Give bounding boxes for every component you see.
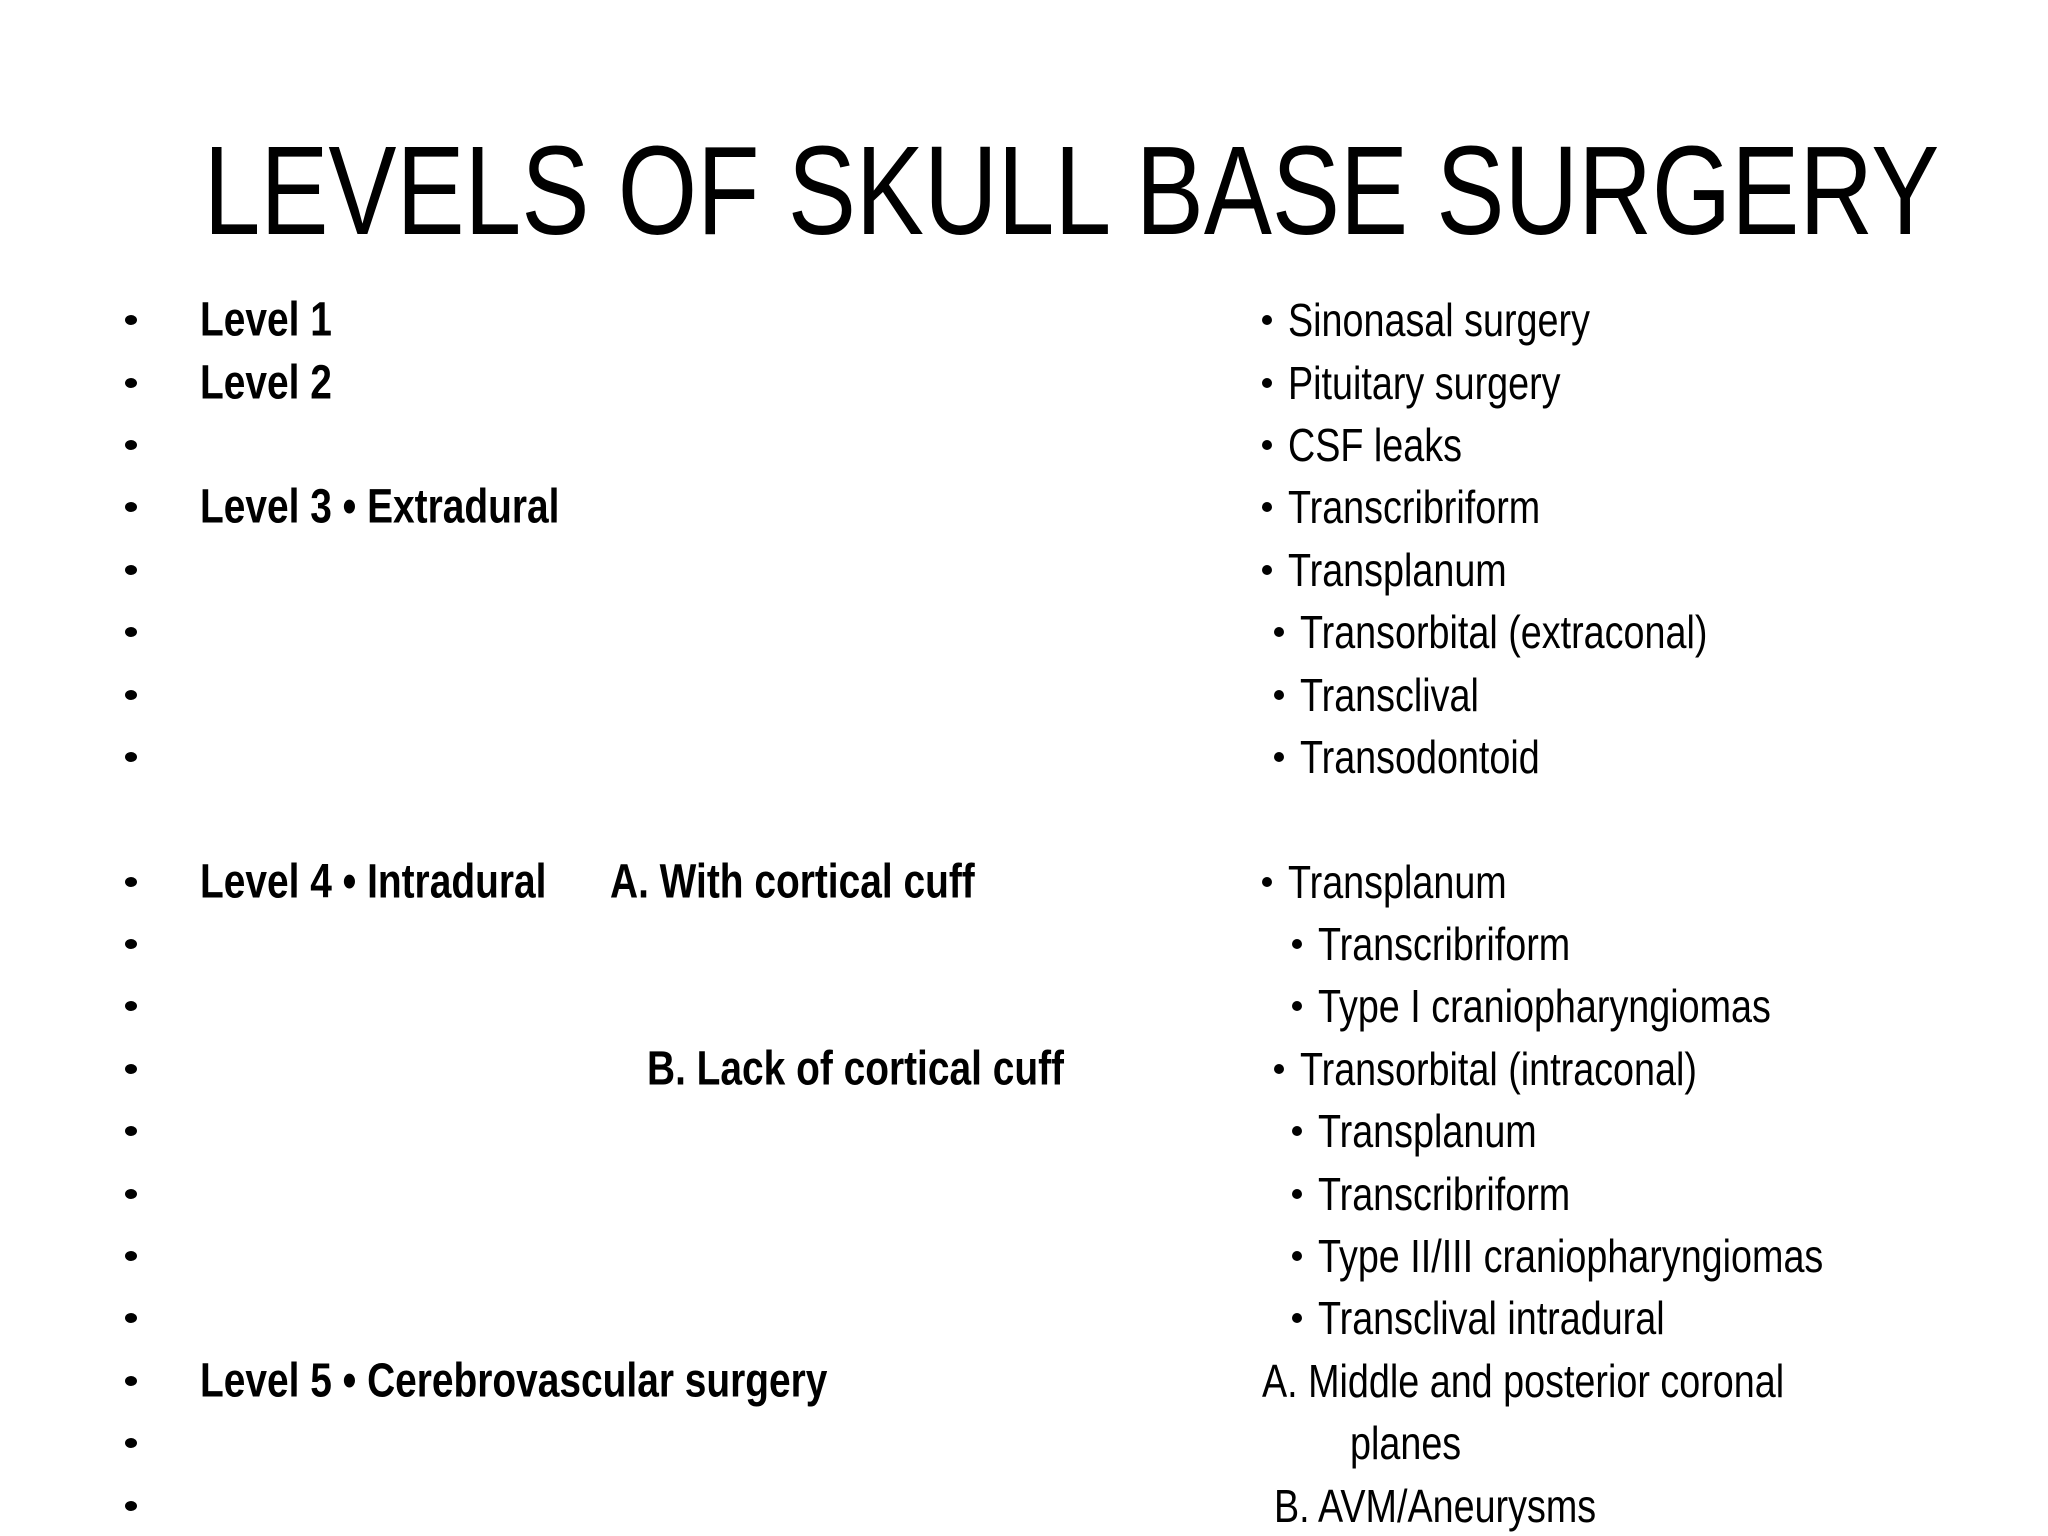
- outline-row: Transodontoid: [0, 726, 2048, 788]
- bullet-icon: [125, 1001, 137, 1012]
- bullet-icon: [125, 1375, 137, 1386]
- bullet-icon: [1262, 439, 1272, 450]
- right-item-label: Transplanum: [1288, 855, 1507, 908]
- bullet-icon: [1292, 1001, 1302, 1012]
- outline-row: [0, 788, 2048, 850]
- bullet-icon: [1262, 876, 1272, 887]
- bullet-icon: [1292, 1313, 1302, 1324]
- right-item-label: CSF leaks: [1288, 418, 1462, 471]
- bullet-icon: [125, 876, 137, 887]
- bullet-icon: [125, 751, 137, 762]
- right-item-label: B. AVM/Aneurysms: [1274, 1479, 1597, 1532]
- bullet-icon: [125, 1500, 137, 1511]
- right-item-label: Transplanum: [1318, 1105, 1537, 1158]
- bullet-icon: [125, 627, 137, 638]
- bullet-icon: [1274, 1063, 1284, 1074]
- left-item-label: Level 2: [200, 356, 332, 410]
- outline-row: B. AVM/Aneurysms: [0, 1474, 2048, 1536]
- outline-row: Level 3 • Extradural Transcribriform: [0, 476, 2048, 538]
- bullet-icon: [1274, 627, 1284, 638]
- outline-list: Level 1 Sinonasal surgery Level 2 Pituit…: [0, 289, 2048, 1536]
- bullet-icon: [125, 1251, 137, 1262]
- bullet-icon: [1292, 939, 1302, 950]
- left-item-label: Level 1: [200, 293, 332, 347]
- right-item-label: A. Middle and posterior coronal: [1262, 1354, 1785, 1407]
- right-item-label: Type I craniopharyngiomas: [1318, 980, 1771, 1033]
- right-item-label: Transcribriform: [1288, 481, 1541, 534]
- right-item-label: Transorbital (extraconal): [1300, 606, 1708, 659]
- left-sub-label: A. With cortical cuff: [610, 855, 975, 909]
- outline-row: CSF leaks: [0, 414, 2048, 476]
- bullet-icon: [1274, 689, 1284, 700]
- bullet-icon: [125, 1063, 137, 1074]
- outline-row: Level 5 • Cerebrovascular surgery A. Mid…: [0, 1350, 2048, 1412]
- left-item-label: Level 5 • Cerebrovascular surgery: [200, 1354, 828, 1408]
- slide-title-text: LEVELS OF SKULL BASE SURGERY: [203, 120, 1940, 261]
- right-item-label: Transclival: [1300, 668, 1479, 721]
- bullet-icon: [125, 315, 137, 326]
- bullet-icon: [1262, 502, 1272, 513]
- bullet-icon: [125, 1126, 137, 1137]
- right-item-label: Pituitary surgery: [1288, 356, 1561, 409]
- outline-row: Type II/III craniopharyngiomas: [0, 1225, 2048, 1287]
- right-item-label: Sinonasal surgery: [1288, 294, 1590, 347]
- outline-row: Transorbital (extraconal): [0, 601, 2048, 663]
- bullet-icon: [1262, 315, 1272, 326]
- outline-row: Type I craniopharyngiomas: [0, 975, 2048, 1037]
- bullet-icon: [125, 502, 137, 513]
- bullet-icon: [125, 1188, 137, 1199]
- bullet-icon: [1262, 564, 1272, 575]
- right-item-label: Type II/III craniopharyngiomas: [1318, 1230, 1824, 1283]
- right-item-label: Transorbital (intraconal): [1300, 1042, 1697, 1095]
- right-item-label: planes: [1350, 1417, 1462, 1470]
- outline-row: B. Lack of cortical cuff Transorbital (i…: [0, 1038, 2048, 1100]
- outline-row: Transclival intradural: [0, 1287, 2048, 1349]
- right-item-label: Transclival intradural: [1318, 1292, 1665, 1345]
- bullet-icon: [125, 1313, 137, 1324]
- bullet-icon: [1292, 1126, 1302, 1137]
- outline-row: Level 2 Pituitary surgery: [0, 351, 2048, 413]
- bullet-icon: [125, 439, 137, 450]
- slide-title: LEVELS OF SKULL BASE SURGERY: [0, 128, 2048, 254]
- right-item-label: Transcribriform: [1318, 1167, 1571, 1220]
- bullet-icon: [1292, 1251, 1302, 1262]
- outline-row: Level 4 • Intradural A. With cortical cu…: [0, 851, 2048, 913]
- bullet-icon: [125, 1438, 137, 1449]
- bullet-icon: [125, 689, 137, 700]
- bullet-icon: [1262, 377, 1272, 388]
- left-item-label: Level 4 • Intradural: [200, 855, 547, 909]
- bullet-icon: [1274, 751, 1284, 762]
- right-item-label: Transodontoid: [1300, 730, 1540, 783]
- outline-row: Transplanum: [0, 1100, 2048, 1162]
- outline-row: Transplanum: [0, 539, 2048, 601]
- bullet-icon: [125, 564, 137, 575]
- outline-row: Transcribriform: [0, 913, 2048, 975]
- outline-row: planes: [0, 1412, 2048, 1474]
- right-item-label: Transcribriform: [1318, 918, 1571, 971]
- bullet-icon: [125, 939, 137, 950]
- left-sub-label: B. Lack of cortical cuff: [647, 1042, 1064, 1096]
- bullet-icon: [125, 377, 137, 388]
- right-item-label: Transplanum: [1288, 543, 1507, 596]
- bullet-icon: [1292, 1188, 1302, 1199]
- outline-row: Transcribriform: [0, 1162, 2048, 1224]
- outline-row: Transclival: [0, 663, 2048, 725]
- outline-row: Level 1 Sinonasal surgery: [0, 289, 2048, 351]
- left-item-label: Level 3 • Extradural: [200, 480, 560, 534]
